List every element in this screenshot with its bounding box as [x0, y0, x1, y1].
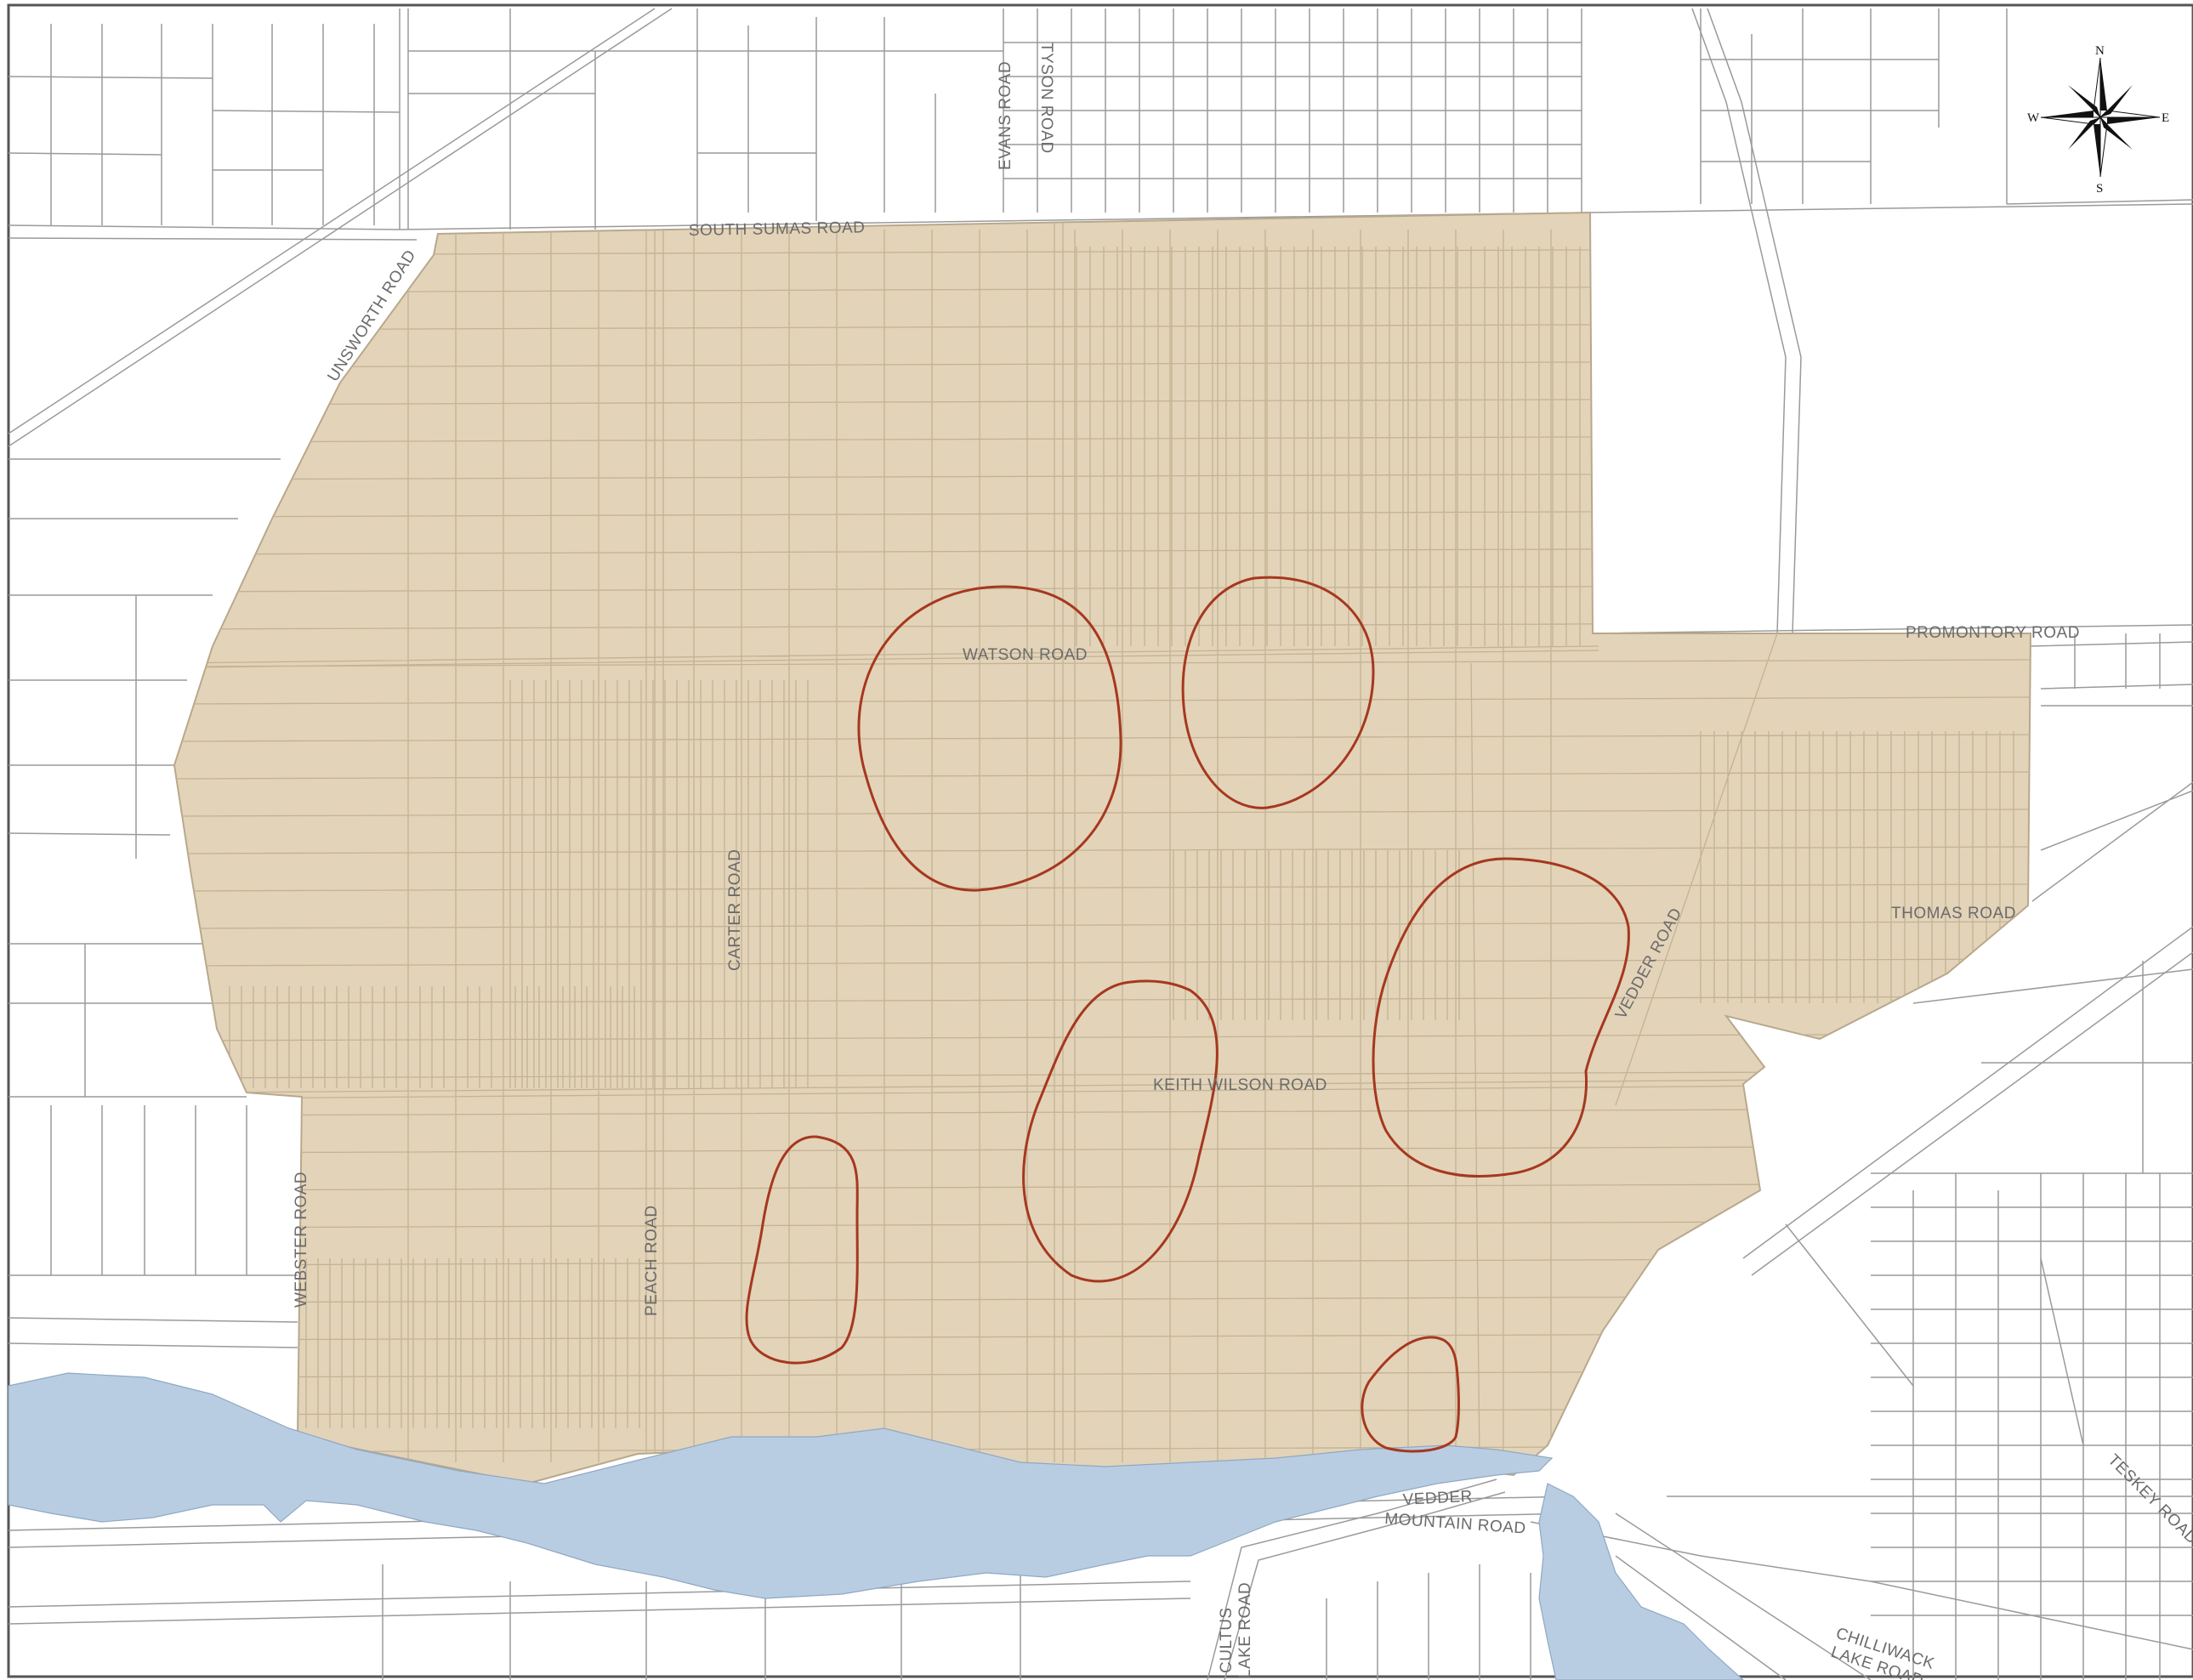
- compass-e: E: [2162, 111, 2169, 125]
- lake: [1538, 1483, 1744, 1680]
- compass-n: N: [2095, 44, 2105, 58]
- road-label-cultus-2: LAKE ROAD: [1236, 1582, 1254, 1678]
- road-label-evans: EVANS ROAD: [997, 61, 1014, 170]
- highlight-area-watson[interactable]: [857, 585, 1122, 892]
- road-label-tyson: TYSON ROAD: [1037, 43, 1055, 154]
- highlight-area-south-west[interactable]: [745, 1135, 859, 1365]
- compass-rose: N S E W: [2027, 44, 2169, 196]
- road-label-peach: PEACH ROAD: [643, 1205, 661, 1316]
- highlight-area-south-river[interactable]: [1361, 1336, 1460, 1453]
- compass-s: S: [2096, 182, 2103, 196]
- highlight-area-north-east[interactable]: [1181, 576, 1375, 809]
- road-label-cultus-1: CULTUS: [1218, 1607, 1236, 1673]
- highlighted-areas: [745, 576, 1630, 1453]
- road-label-watson: WATSON ROAD: [963, 646, 1088, 664]
- road-label-keith-wilson: KEITH WILSON ROAD: [1153, 1076, 1327, 1094]
- study-area-parcels: [174, 221, 2031, 1479]
- highlight-area-keith-wilson[interactable]: [1022, 979, 1219, 1283]
- road-label-webster: WEBSTER ROAD: [293, 1172, 310, 1308]
- road-label-promontory: PROMONTORY ROAD: [1906, 624, 2080, 642]
- background-parcels: [8, 8, 2193, 1680]
- compass-w: W: [2027, 111, 2040, 125]
- river: [8, 1372, 1554, 1599]
- road-label-vedder-mountain-1: VEDDER: [1402, 1488, 1473, 1509]
- road-label-south-sumas: SOUTH SUMAS ROAD: [689, 219, 866, 240]
- parcel-lines: [174, 221, 2031, 1479]
- highlight-area-vedder[interactable]: [1372, 857, 1630, 1178]
- road-label-carter: CARTER ROAD: [726, 849, 744, 971]
- road-label-thomas: THOMAS ROAD: [1891, 905, 2016, 922]
